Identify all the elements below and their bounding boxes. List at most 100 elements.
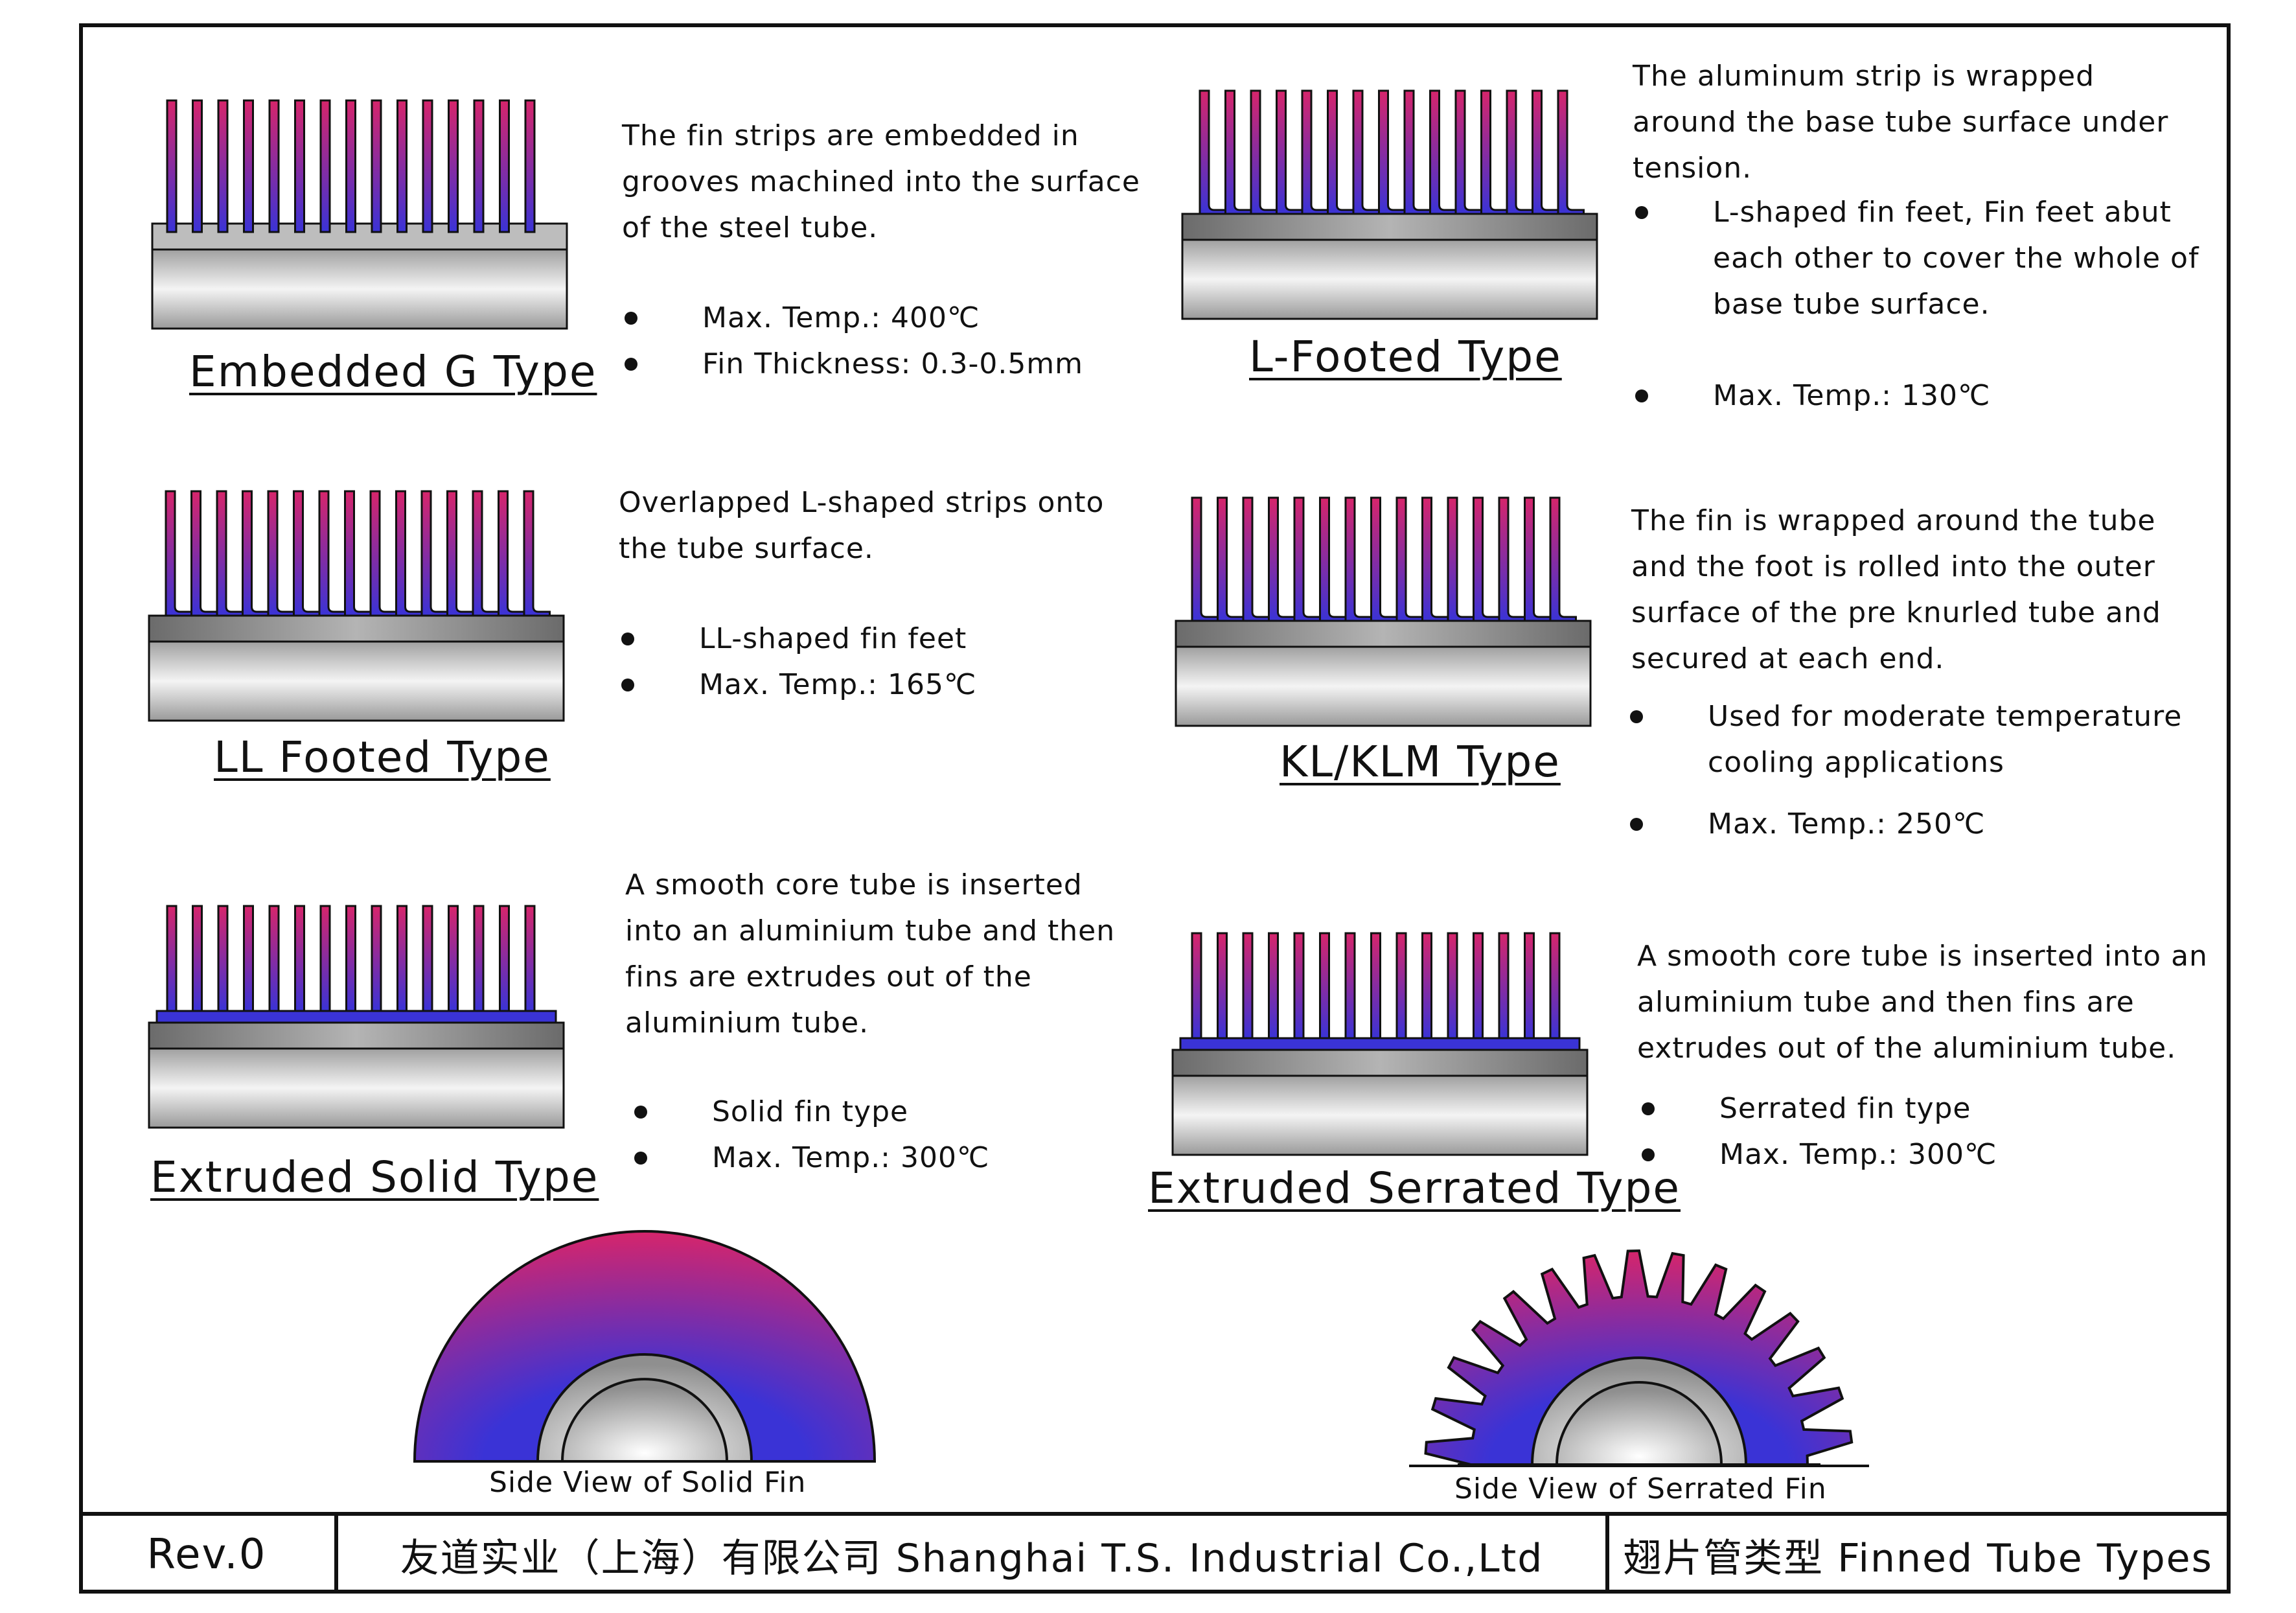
fin-strip	[448, 99, 459, 233]
bullet-item: Fin Thickness: 0.3-0.5mm	[622, 341, 1140, 387]
fin-strip	[1429, 89, 1457, 215]
l-footed-drawing	[1181, 89, 1598, 320]
bullet-item: Used for moderate temperature cooling ap…	[1627, 693, 2198, 785]
ll-footed-drawing	[148, 490, 565, 722]
side-view-solid-drawing	[413, 1230, 877, 1463]
fin-strip	[524, 905, 536, 1012]
bullet-item: Max. Temp.: 300℃	[632, 1135, 1137, 1181]
side-view-serrated-caption: Side View of Serrated Fin	[1454, 1472, 1827, 1505]
fin-strip	[1352, 89, 1380, 215]
embedded-g-bullets: Max. Temp.: 400℃ Fin Thickness: 0.3-0.5m…	[622, 295, 1140, 387]
fin-strip	[1395, 932, 1407, 1039]
extruded-serrated-caption: Extruded Serrated Type	[1148, 1163, 1681, 1213]
fin-strip	[318, 490, 346, 617]
title-block-divider	[1605, 1516, 1609, 1594]
fin-strip	[1506, 89, 1533, 215]
bullet-item: Max. Temp.: 250℃	[1627, 801, 2198, 847]
l-footed-description: The aluminum strip is wrapped around the…	[1633, 60, 2169, 185]
fin-strip	[1395, 496, 1423, 622]
fin-strip	[1293, 932, 1305, 1039]
fin-strip	[396, 99, 408, 233]
revision-label: Rev.0	[146, 1531, 267, 1579]
bullet-item: Solid fin type	[632, 1089, 1137, 1135]
fin-strip	[1524, 496, 1552, 622]
fin-strip	[499, 99, 510, 233]
fin-strip	[243, 99, 254, 233]
fin-strip	[369, 490, 397, 617]
fin-strip	[217, 99, 229, 233]
fin-strip	[319, 99, 331, 233]
bullet-item: Max. Temp.: 165℃	[619, 662, 1137, 708]
fin-strip	[1344, 496, 1372, 622]
bullet-item: LL-shaped fin feet	[619, 616, 1137, 662]
fin-strip	[523, 490, 551, 617]
fin-strip	[1293, 496, 1321, 622]
fin-strip	[344, 490, 372, 617]
fin-strip	[190, 490, 218, 617]
title-block-divider	[334, 1516, 338, 1594]
fin-strip	[319, 905, 331, 1012]
fin-strip	[422, 905, 433, 1012]
fin-strip	[217, 905, 229, 1012]
fin-strip	[1557, 89, 1585, 215]
fin-strip	[1473, 932, 1484, 1039]
fin-strip	[1276, 89, 1303, 215]
fin-strip	[1199, 89, 1226, 215]
fin-base-layer	[1179, 1037, 1581, 1051]
bullet-item: Max. Temp.: 130℃	[1633, 373, 2203, 419]
fin-strip	[1549, 496, 1577, 622]
fin-strip	[268, 905, 280, 1012]
ll-footed-description: Overlapped L-shaped strips onto the tube…	[619, 486, 1105, 565]
fin-strip	[1447, 496, 1475, 622]
fin-strip	[1268, 496, 1296, 622]
fin-strip	[1421, 496, 1449, 622]
side-view-serrated-drawing	[1409, 1249, 1869, 1467]
fin-strip	[1268, 932, 1279, 1039]
ll-footed-bullets: LL-shaped fin feet Max. Temp.: 165℃	[619, 616, 1137, 708]
fin-strip	[1480, 89, 1508, 215]
fin-strip	[448, 905, 459, 1012]
fin-strip	[165, 490, 192, 617]
fin-strip	[1370, 932, 1381, 1039]
fin-strip	[371, 905, 382, 1012]
fin-strip	[472, 490, 499, 617]
bullet-item: Max. Temp.: 300℃	[1639, 1131, 2209, 1178]
l-footed-caption: L-Footed Type	[1249, 332, 1562, 382]
fin-strip	[524, 99, 536, 233]
fin-strip	[446, 490, 474, 617]
fin-base-layer	[155, 1010, 557, 1024]
fin-strip	[473, 99, 485, 233]
embedded-g-description: The fin strips are embedded in grooves m…	[622, 119, 1140, 244]
fin-strip	[242, 490, 270, 617]
extruded-solid-drawing	[148, 905, 565, 1129]
fin-strip	[166, 905, 178, 1012]
kl-klm-description: The fin is wrapped around the tube and t…	[1631, 504, 2161, 675]
embedded-g-caption: Embedded G Type	[189, 347, 597, 397]
fin-strip	[1242, 932, 1254, 1039]
fin-strip	[1549, 932, 1561, 1039]
extruded-serrated-description: A smooth core tube is inserted into an a…	[1637, 940, 2208, 1065]
fin-strip	[1217, 932, 1228, 1039]
fin-strip	[1532, 89, 1559, 215]
fin-strip	[243, 905, 254, 1012]
fin-strip	[294, 99, 305, 233]
fin-strip	[1319, 932, 1330, 1039]
fin-strip	[267, 490, 295, 617]
fin-strip	[293, 490, 321, 617]
fin-strip	[395, 490, 423, 617]
fin-strip	[345, 905, 356, 1012]
kl-klm-caption: KL/KLM Type	[1280, 737, 1561, 787]
extruded-solid-caption: Extruded Solid Type	[150, 1152, 599, 1202]
fin-strip	[345, 99, 356, 233]
extruded-solid-bullets: Solid fin type Max. Temp.: 300℃	[632, 1089, 1137, 1181]
ll-footed-caption: LL Footed Type	[214, 732, 551, 782]
fin-strip	[216, 490, 244, 617]
fin-strip	[473, 905, 485, 1012]
fin-strip	[1498, 496, 1526, 622]
fin-strip	[1224, 89, 1252, 215]
embedded-g-drawing	[151, 99, 568, 330]
bullet-item: L-shaped fin feet, Fin feet abut each ot…	[1633, 189, 2203, 327]
fin-strip	[499, 905, 510, 1012]
fin-strip	[192, 99, 203, 233]
fin-strip	[1344, 932, 1356, 1039]
